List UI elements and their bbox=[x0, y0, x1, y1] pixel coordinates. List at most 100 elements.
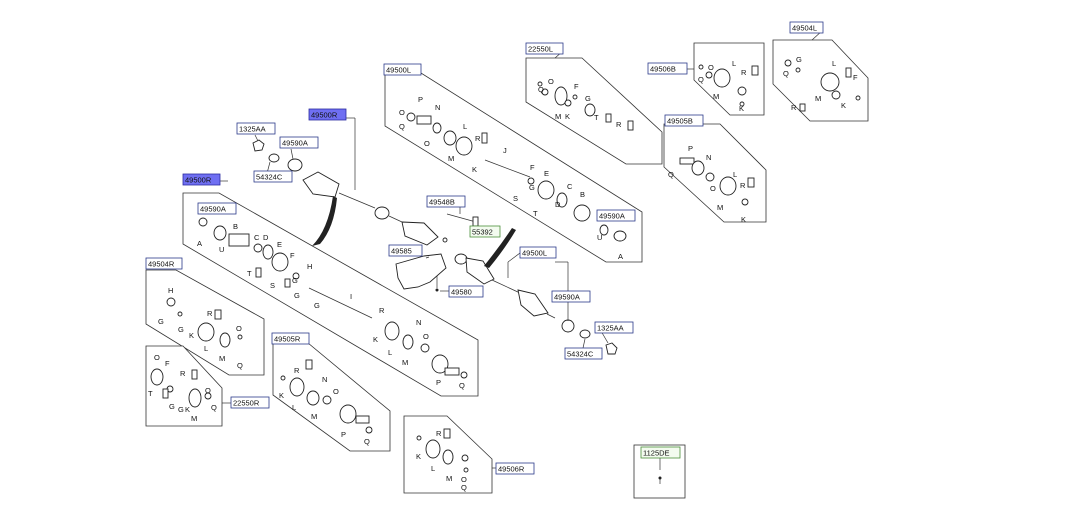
svg-text:L: L bbox=[388, 348, 392, 357]
svg-text:N: N bbox=[706, 153, 711, 162]
svg-text:22550L: 22550L bbox=[528, 45, 553, 54]
svg-text:22550R: 22550R bbox=[233, 399, 260, 408]
svg-text:L: L bbox=[732, 59, 736, 68]
callout-49500L-top[interactable]: 49500L bbox=[383, 63, 422, 76]
svg-text:49580: 49580 bbox=[451, 288, 472, 297]
callout-49500R-left[interactable]: 49500R bbox=[182, 173, 221, 186]
svg-text:O: O bbox=[708, 63, 714, 72]
group-box-49506B bbox=[693, 42, 765, 116]
svg-text:49505R: 49505R bbox=[274, 335, 301, 344]
svg-text:49500L: 49500L bbox=[386, 66, 411, 75]
svg-text:G: G bbox=[178, 325, 184, 334]
svg-text:B: B bbox=[580, 190, 585, 199]
callout-49506R[interactable]: 49506R bbox=[495, 462, 535, 475]
callout-49590A-mid[interactable]: 49590A bbox=[551, 290, 591, 303]
svg-text:U: U bbox=[597, 233, 602, 242]
svg-text:U: U bbox=[219, 245, 224, 254]
svg-text:O: O bbox=[205, 386, 211, 395]
svg-text:49590A: 49590A bbox=[554, 293, 580, 302]
svg-text:R: R bbox=[740, 181, 746, 190]
callout-54324C-mid[interactable]: 54324C bbox=[564, 347, 603, 360]
bracket-part bbox=[395, 253, 447, 292]
callout-49500L-mid[interactable]: 49500L bbox=[519, 246, 557, 259]
svg-text:M: M bbox=[446, 474, 452, 483]
svg-text:H: H bbox=[168, 286, 173, 295]
callout-49504R[interactable]: 49504R bbox=[145, 257, 183, 270]
svg-text:K: K bbox=[565, 112, 570, 121]
bolt-part bbox=[446, 213, 479, 227]
callout-22550L[interactable]: 22550L bbox=[525, 42, 564, 55]
svg-text:49590A: 49590A bbox=[282, 139, 308, 148]
callout-49590A-left[interactable]: 49590A bbox=[197, 202, 237, 215]
group-box-22550R bbox=[145, 345, 223, 427]
svg-text:49500R: 49500R bbox=[311, 111, 338, 120]
svg-text:T: T bbox=[533, 209, 538, 218]
svg-text:K: K bbox=[472, 165, 477, 174]
svg-text:G: G bbox=[294, 291, 300, 300]
svg-text:F: F bbox=[290, 251, 295, 260]
svg-text:K: K bbox=[373, 335, 378, 344]
group-box-49504L bbox=[772, 39, 869, 122]
svg-text:M: M bbox=[815, 94, 821, 103]
callout-1325AA-mid[interactable]: 1325AA bbox=[594, 321, 634, 334]
callout-55392[interactable]: 55392 bbox=[469, 225, 501, 238]
svg-text:N: N bbox=[416, 318, 421, 327]
callout-49506B[interactable]: 49506B bbox=[647, 62, 688, 75]
svg-text:Q: Q bbox=[538, 85, 544, 94]
svg-text:R: R bbox=[741, 68, 747, 77]
svg-text:M: M bbox=[402, 358, 408, 367]
callout-49590A-top[interactable]: 49590A bbox=[279, 136, 319, 149]
svg-text:I: I bbox=[350, 292, 352, 301]
svg-text:K: K bbox=[279, 391, 284, 400]
svg-text:1325AA: 1325AA bbox=[239, 125, 266, 134]
svg-text:M: M bbox=[448, 154, 454, 163]
callout-49585[interactable]: 49585 bbox=[388, 244, 423, 257]
svg-text:S: S bbox=[513, 194, 518, 203]
callout-54324C-top[interactable]: 54324C bbox=[253, 170, 293, 183]
svg-text:P: P bbox=[436, 378, 441, 387]
svg-text:M: M bbox=[717, 203, 723, 212]
svg-text:F: F bbox=[165, 359, 170, 368]
group-box-49500L-top bbox=[384, 72, 643, 263]
svg-text:G: G bbox=[314, 301, 320, 310]
svg-text:B: B bbox=[233, 222, 238, 231]
svg-text:T: T bbox=[247, 269, 252, 278]
callout-49548B[interactable]: 49548B bbox=[426, 195, 466, 208]
callout-49580[interactable]: 49580 bbox=[448, 285, 484, 298]
svg-text:S: S bbox=[270, 281, 275, 290]
callout-49590A-right[interactable]: 49590A bbox=[596, 209, 636, 222]
callout-49504L[interactable]: 49504L bbox=[789, 21, 824, 34]
assembled-shaft-right bbox=[302, 171, 448, 246]
svg-text:K: K bbox=[741, 215, 746, 224]
svg-text:R: R bbox=[294, 366, 300, 375]
svg-text:Q: Q bbox=[399, 122, 405, 131]
svg-text:J: J bbox=[503, 146, 507, 155]
svg-text:R: R bbox=[791, 103, 797, 112]
svg-text:49500L: 49500L bbox=[522, 249, 547, 258]
svg-text:M: M bbox=[311, 412, 317, 421]
callout-49505R[interactable]: 49505R bbox=[271, 332, 310, 345]
leader-lines bbox=[219, 29, 824, 470]
assembled-shaft-left bbox=[454, 228, 556, 319]
svg-text:Q: Q bbox=[783, 69, 789, 78]
svg-text:G: G bbox=[529, 183, 535, 192]
svg-text:G: G bbox=[178, 405, 184, 414]
svg-text:O: O bbox=[461, 475, 467, 484]
svg-text:K: K bbox=[739, 104, 744, 113]
svg-text:Q: Q bbox=[698, 75, 704, 84]
svg-text:L: L bbox=[204, 344, 208, 353]
callout-22550R[interactable]: 22550R bbox=[230, 396, 270, 409]
callout-1125DE[interactable]: 1125DE bbox=[640, 446, 681, 459]
svg-text:G: G bbox=[585, 94, 591, 103]
svg-text:Q: Q bbox=[237, 361, 243, 370]
svg-text:D: D bbox=[263, 233, 269, 242]
svg-text:L: L bbox=[292, 403, 296, 412]
callout-49500R-top[interactable]: 49500R bbox=[308, 108, 347, 121]
nut-part-top bbox=[252, 139, 303, 172]
callout-1325AA-top[interactable]: 1325AA bbox=[236, 122, 276, 135]
svg-text:K: K bbox=[189, 331, 194, 340]
svg-text:G: G bbox=[169, 402, 175, 411]
svg-text:T: T bbox=[594, 113, 599, 122]
svg-text:49590A: 49590A bbox=[200, 205, 226, 214]
callout-49505B[interactable]: 49505B bbox=[664, 114, 704, 127]
